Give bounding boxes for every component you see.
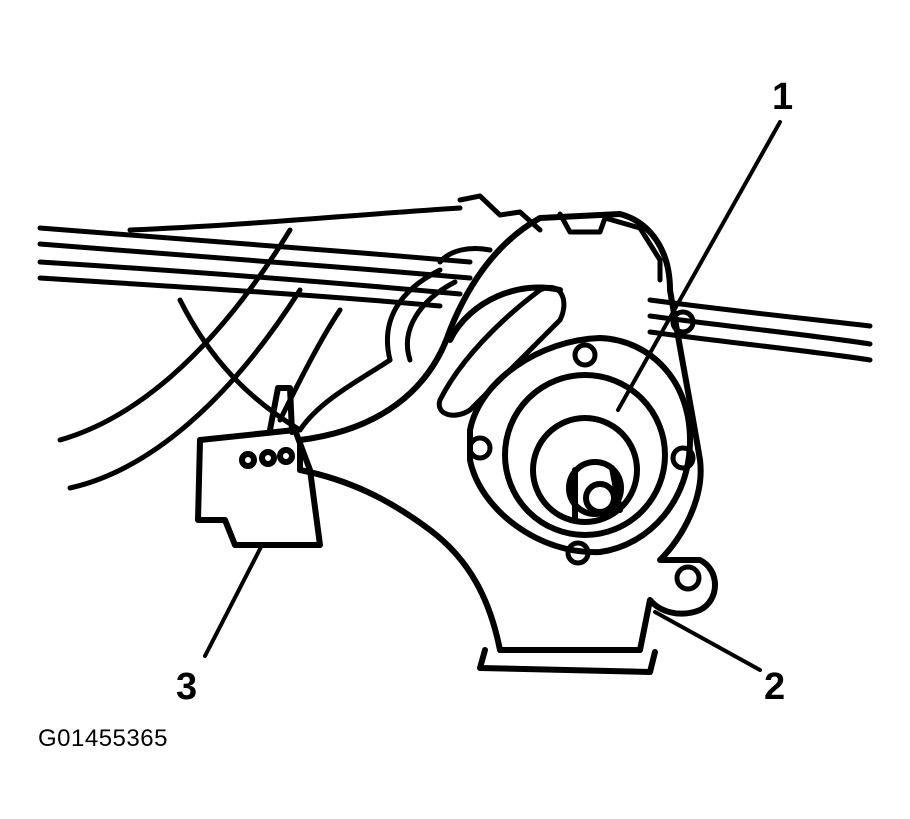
wheel-bearing-hub — [502, 372, 668, 538]
hoses — [57, 227, 493, 491]
leader-line-1 — [616, 120, 782, 412]
upper-clips — [457, 193, 663, 283]
callout-3: 3 — [176, 666, 198, 708]
figure-id: G01455365 — [38, 725, 168, 752]
wheel-speed-sensor — [195, 385, 323, 548]
leader-line-3 — [203, 543, 264, 658]
callout-1: 1 — [772, 76, 794, 118]
knuckle-slot — [436, 284, 567, 418]
leader-line-2 — [653, 610, 762, 672]
hub-flange — [467, 335, 693, 556]
flange-bolt-holes — [467, 309, 702, 592]
leader-lines — [203, 120, 782, 672]
callout-2: 2 — [764, 666, 786, 708]
